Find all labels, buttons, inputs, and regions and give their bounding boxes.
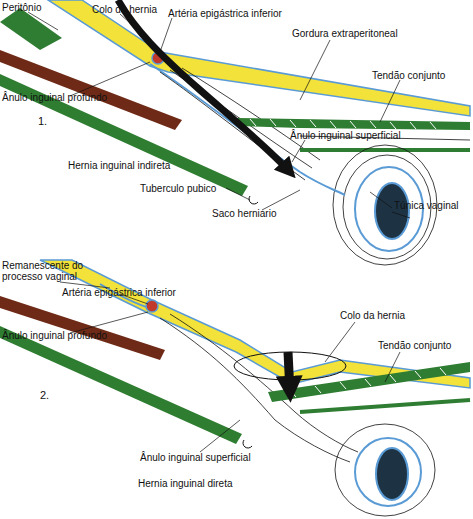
part-label: Tendão conjunto — [378, 340, 451, 351]
part-label: Tendão conjunto — [372, 70, 445, 81]
hernia-arrow — [118, 0, 290, 172]
leader-line — [262, 190, 300, 210]
leader-line — [160, 18, 172, 52]
pubic-tubercle — [243, 440, 252, 448]
part-label: Hernia inguinal indireta — [68, 160, 170, 171]
panel-number: 1. — [38, 116, 47, 127]
leader-line — [226, 188, 250, 200]
part-label: Remanescente do processo vaginal — [2, 260, 94, 282]
muscle-layer — [300, 148, 470, 152]
leader-line — [70, 62, 150, 96]
panel-indirect — [0, 0, 470, 265]
part-label: Ânulo inguinal profundo — [2, 330, 107, 341]
tendon-hatch — [250, 119, 436, 129]
epigastric-artery — [146, 300, 158, 312]
part-label: Ânulo inguinal superficial — [290, 130, 401, 141]
part-label: Peritônio — [2, 2, 41, 13]
scrotal-layer — [335, 424, 435, 516]
hernial-sac — [300, 172, 345, 195]
tendon-hatch — [290, 368, 446, 397]
tunica-vaginalis — [355, 438, 421, 506]
testis — [376, 448, 408, 500]
leader-line — [120, 14, 140, 32]
leader-line — [380, 80, 400, 122]
conjoint-tendon — [268, 362, 470, 402]
part-label: Saco herniario — [212, 208, 276, 219]
panel-number: 2. — [40, 390, 49, 401]
part-label: Tuberculo pubico — [140, 183, 216, 194]
leader-line — [385, 352, 400, 382]
part-label: Colo da hernia — [340, 310, 405, 321]
part-label: Ânulo inguinal superficial — [140, 452, 251, 463]
leader-line — [70, 312, 148, 333]
leader-line — [200, 420, 240, 452]
leader-line — [28, 12, 58, 30]
pubic-tubercle — [249, 196, 258, 204]
part-label: Ânulo inguinal profundo — [2, 92, 107, 103]
hernia-arrow — [288, 352, 290, 392]
aponeurosis-layer — [0, 74, 248, 196]
leader-line — [292, 140, 305, 162]
part-label: Colo da hernia — [92, 4, 157, 15]
aponeurosis-layer — [0, 326, 242, 444]
fascia-line — [182, 68, 320, 160]
muscle-layer — [300, 400, 470, 412]
panel-direct — [0, 260, 470, 516]
part-label: Túnica vaginal — [394, 200, 458, 211]
part-label: Hernia inguinal direta — [138, 478, 233, 489]
part-label: Artéria epigástrica inferior — [168, 8, 282, 19]
muscle-layer — [0, 8, 62, 50]
testis — [375, 183, 409, 239]
leader-lines — [28, 12, 410, 452]
conjoint-tendon — [236, 118, 470, 130]
part-label: Artéria epigástrica inferior — [62, 287, 176, 298]
leader-line — [325, 322, 355, 362]
extraperitoneal-fat — [40, 260, 470, 388]
leader-line — [300, 40, 330, 100]
part-label: Gordura extraperitoneal — [292, 28, 398, 39]
